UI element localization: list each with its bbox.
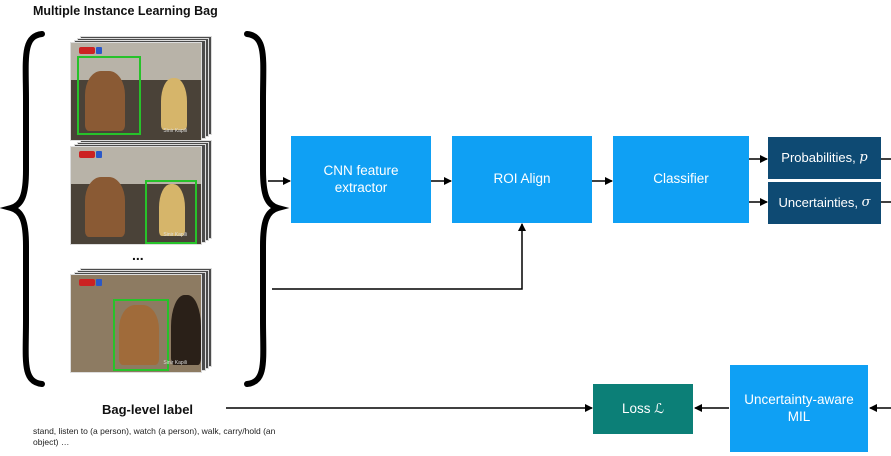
video-frame: Sinir Kapili xyxy=(70,146,202,245)
person-bounding-box xyxy=(113,299,169,371)
probabilities-label: Probabilities, xyxy=(781,149,856,165)
loss-box: Loss ℒ xyxy=(593,384,693,434)
roi-align-box: ROI Align xyxy=(452,136,592,223)
uncertainties-box: Uncertainties, σ xyxy=(768,182,881,224)
uncertainties-label: Uncertainties, xyxy=(778,194,858,210)
loss-symbol: ℒ xyxy=(654,400,665,417)
uncertainties-symbol: σ xyxy=(861,194,871,210)
instance-stack-3: Sinir Kapili xyxy=(70,268,212,373)
loss-label: Loss xyxy=(621,400,651,416)
left-brace xyxy=(0,31,45,387)
frame-caption: Sinir Kapili xyxy=(163,232,187,238)
roi-label: ROI Align xyxy=(493,171,551,187)
channel-logo xyxy=(79,151,95,158)
person-bounding-box xyxy=(77,56,141,135)
channel-logo xyxy=(79,279,95,286)
probabilities-symbol: p xyxy=(859,149,868,165)
instance-stack-2: Sinir Kapili xyxy=(70,140,212,245)
classifier-box: Classifier xyxy=(613,136,749,223)
channel-logo xyxy=(79,47,95,54)
instance-stack-1: Sinir Kapili xyxy=(70,36,212,141)
video-frame: Sinir Kapili xyxy=(70,42,202,141)
ellipsis: ... xyxy=(132,247,144,263)
bag-level-label-values: stand, listen to (a person), watch (a pe… xyxy=(33,426,276,448)
cnn-feature-extractor-box: CNN feature extractor xyxy=(291,136,431,223)
arrow-bag-to-roi xyxy=(272,223,526,290)
uncertainty-aware-mil-box: Uncertainty-aware MIL xyxy=(730,365,868,452)
right-brace xyxy=(244,31,290,387)
person-bounding-box xyxy=(145,180,197,244)
bag-level-label-title: Bag-level label xyxy=(102,402,194,417)
video-frame: Sinir Kapili xyxy=(70,274,202,373)
classifier-label: Classifier xyxy=(653,171,709,187)
mil-label: Uncertainty-aware MIL xyxy=(744,391,854,424)
frame-caption: Sinir Kapili xyxy=(163,128,187,134)
bag-title: Multiple Instance Learning Bag xyxy=(33,4,218,18)
cnn-label: CNN feature extractor xyxy=(323,162,399,195)
probabilities-box: Probabilities, p xyxy=(768,137,881,179)
frame-caption: Sinir Kapili xyxy=(163,360,187,366)
